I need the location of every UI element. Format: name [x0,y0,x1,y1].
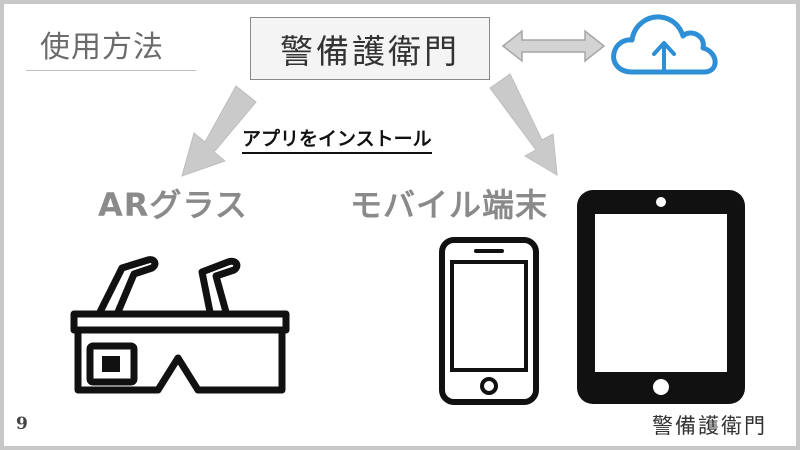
tablet-icon [577,190,745,404]
ar-glasses-label: ARグラス [98,186,248,224]
page-number: 9 [16,414,28,434]
smartphone-icon [439,237,539,405]
footer-brand: 警備護衛門 [652,414,767,438]
arrow-to-mobile [489,73,558,176]
arrow-to-ar-glasses [181,85,257,177]
brand-box: 警備護衛門 [250,17,490,80]
section-title-underline [26,70,196,71]
mobile-device-label: モバイル端末 [350,186,549,224]
section-title: 使用方法 [40,30,164,65]
install-app-label: アプリをインストール [242,124,432,154]
ar-glasses-icon [70,256,290,394]
brand-name: 警備護衛門 [280,31,460,71]
double-headed-arrow-icon [501,29,606,63]
cloud-upload-icon [611,14,718,75]
